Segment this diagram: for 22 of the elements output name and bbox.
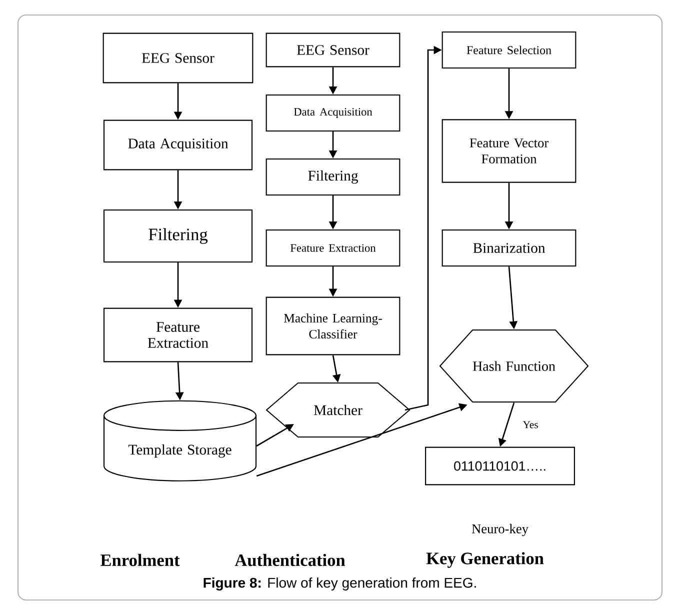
process-box: Binarization	[442, 229, 576, 267]
column-label: Neuro-key	[472, 524, 528, 536]
edge-label: Yes	[522, 421, 538, 428]
process-box: Data Acquisition	[103, 120, 253, 170]
column-label: Key Generation	[426, 552, 544, 568]
caption: Figure 8: Flow of key generation from EEG.	[204, 577, 476, 591]
storage-cylinder: Template Storage	[103, 400, 257, 482]
process-box: Feature Extraction	[103, 308, 253, 362]
hexagon-box: Hash Function	[439, 329, 589, 403]
process-box: Feature Selection	[442, 31, 576, 69]
hexagon-box: Matcher	[266, 382, 410, 438]
process-box: 0110110101…..	[425, 446, 575, 486]
process-box: Filtering	[103, 209, 253, 263]
process-box: Filtering	[266, 158, 400, 196]
process-box: Feature Vector Formation	[442, 119, 576, 183]
process-box: EEG Sensor	[102, 32, 254, 84]
column-label: Enrolment	[100, 554, 180, 566]
process-box: Data Acquisition	[266, 94, 400, 132]
process-box: Machine Learning-Classifier	[266, 296, 400, 356]
process-box: Feature Extraction	[266, 229, 400, 267]
process-box: EEG Sensor	[266, 32, 400, 68]
column-label: Authentication	[234, 554, 346, 566]
